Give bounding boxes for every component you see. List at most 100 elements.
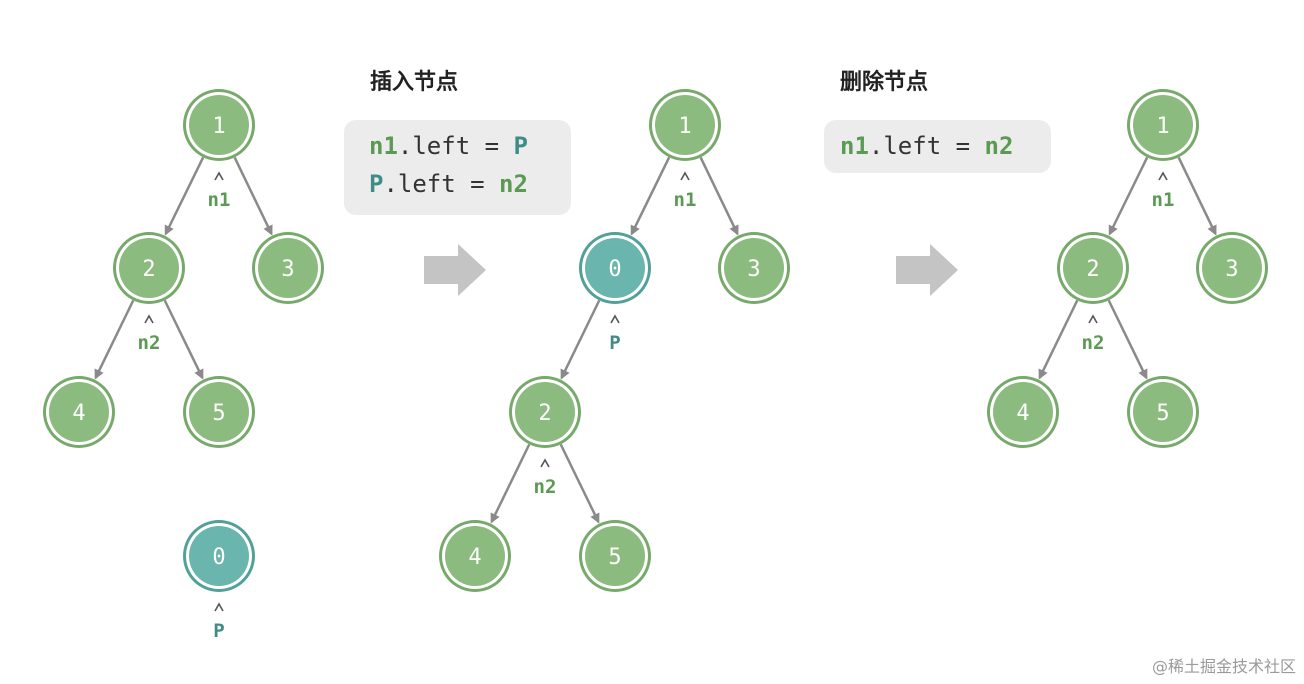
pointer-label: P (213, 620, 224, 642)
pointer-caret-icon (540, 458, 550, 468)
tree-before: 1 2 3 4 5 0 n1 n2P (43, 89, 324, 642)
insert-code-line-2: P.left = n2 (369, 170, 528, 198)
node-fill (1202, 238, 1262, 298)
tree-edge (1177, 156, 1217, 236)
pointer-caret-icon (680, 171, 690, 181)
tree-edge (490, 443, 531, 524)
tree-node: 2 (113, 232, 185, 304)
pointer-label: n1 (674, 189, 697, 211)
node-label: 2 (142, 257, 155, 282)
node-label: 3 (1225, 257, 1238, 282)
node-fill (515, 382, 575, 442)
node-fill (655, 95, 715, 155)
code-token: .left = (398, 132, 514, 160)
tree-node: 4 (439, 520, 511, 592)
tree-node: 4 (43, 376, 115, 448)
tree-edge (699, 156, 739, 236)
pointer-caret-icon (610, 314, 620, 324)
code-token: n2 (985, 132, 1014, 160)
pointer-label: n2 (1082, 332, 1105, 354)
node-fill (258, 238, 318, 298)
tree-deleted: 1 2 3 4 5 n1 n2 (987, 89, 1268, 448)
node-label: 5 (1156, 401, 1169, 426)
tree-node: 3 (718, 232, 790, 304)
node-fill (1133, 382, 1193, 442)
transition-arrow-1 (424, 244, 486, 296)
tree-node: 5 (1127, 376, 1199, 448)
code-token: P (369, 170, 383, 198)
tree-edge (1038, 299, 1079, 380)
pointer-label: n2 (138, 332, 161, 354)
tree-node: 1 (649, 89, 721, 161)
transition-arrow-2 (896, 244, 958, 296)
node-fill (189, 95, 249, 155)
insert-code-box (344, 120, 571, 215)
node-fill (585, 526, 645, 586)
tree-edge (163, 299, 204, 380)
code-token: n1 (369, 132, 398, 160)
tree-edge (1108, 156, 1149, 236)
code-token: .left = (869, 132, 985, 160)
tree-node: 2 (509, 376, 581, 448)
node-label: 0 (608, 257, 621, 282)
pointer-label: n2 (534, 476, 557, 498)
watermark: @稀土掘金技术社区 (1152, 657, 1296, 676)
delete-code-box (824, 120, 1051, 173)
pointer-caret-icon (214, 171, 224, 181)
delete-code-line-1: n1.left = n2 (840, 132, 1013, 160)
code-token: n1 (840, 132, 869, 160)
node-label: 4 (1016, 401, 1029, 426)
node-fill (189, 382, 249, 442)
tree-node: 0 (183, 520, 255, 592)
node-label: 2 (538, 401, 551, 426)
node-fill (189, 526, 249, 586)
node-label: 3 (281, 257, 294, 282)
tree-node: 5 (579, 520, 651, 592)
node-label: 1 (1156, 114, 1169, 139)
delete-heading: 删除节点 (840, 69, 928, 95)
node-fill (724, 238, 784, 298)
node-fill (49, 382, 109, 442)
tree-edge (559, 443, 600, 524)
node-fill (445, 526, 505, 586)
tree-edge (94, 299, 135, 380)
code-token: n2 (499, 170, 528, 198)
pointer-label: P (609, 332, 620, 354)
node-label: 2 (1086, 257, 1099, 282)
node-label: 1 (678, 114, 691, 139)
node-label: 0 (212, 545, 225, 570)
tree-edge (1107, 299, 1148, 380)
tree-edge (233, 156, 273, 236)
node-label: 1 (212, 114, 225, 139)
tree-node: 3 (252, 232, 324, 304)
code-token: P (514, 132, 528, 160)
tree-node: 5 (183, 376, 255, 448)
tree-edge (630, 156, 671, 236)
tree-node: 2 (1057, 232, 1129, 304)
node-label: 4 (72, 401, 85, 426)
tree-node: 4 (987, 376, 1059, 448)
tree-edge (164, 156, 205, 236)
insert-heading: 插入节点 (370, 69, 458, 95)
pointer-label: n1 (1152, 189, 1175, 211)
tree-node: 1 (183, 89, 255, 161)
tree-edge (560, 299, 601, 380)
pointer-caret-icon (1088, 314, 1098, 324)
node-fill (1133, 95, 1193, 155)
node-fill (993, 382, 1053, 442)
node-fill (585, 238, 645, 298)
tree-node: 3 (1196, 232, 1268, 304)
node-fill (119, 238, 179, 298)
node-label: 4 (468, 545, 481, 570)
node-label: 5 (212, 401, 225, 426)
code-token: .left = (383, 170, 499, 198)
pointer-caret-icon (1158, 171, 1168, 181)
node-fill (1063, 238, 1123, 298)
tree-node: 0 (579, 232, 651, 304)
pointer-label: n1 (208, 189, 231, 211)
pointer-caret-icon (144, 314, 154, 324)
insert-code-line-1: n1.left = P (369, 132, 528, 160)
